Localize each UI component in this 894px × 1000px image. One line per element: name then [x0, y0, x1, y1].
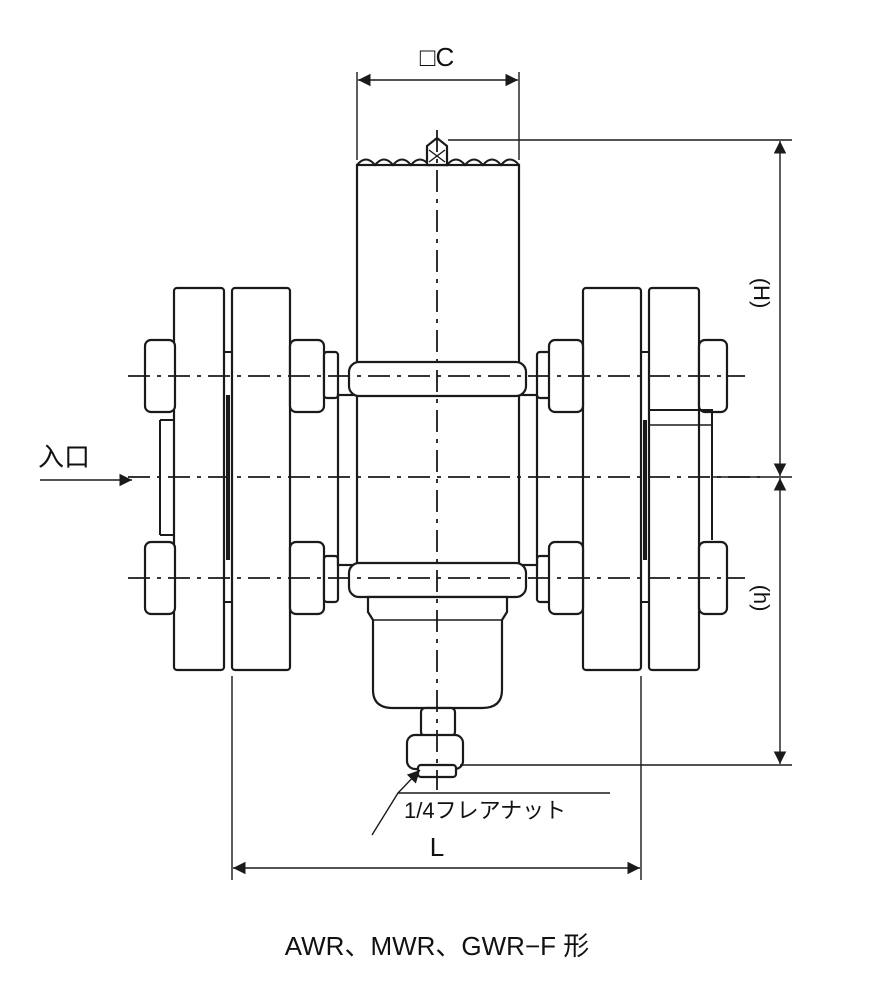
- height-upper-label: (H): [749, 278, 774, 309]
- center-lines: [128, 130, 760, 790]
- left-flange-assembly: [143, 286, 340, 672]
- length-label: L: [430, 832, 444, 862]
- dimension-lines: [40, 72, 792, 880]
- left-flange-outer: [172, 286, 226, 672]
- height-lower-label: (h): [749, 585, 774, 612]
- model-caption: AWR、MWR、GWR−F 形: [285, 931, 590, 961]
- right-flange-inner: [581, 286, 643, 672]
- right-flange-assembly: [535, 286, 729, 672]
- top-dimension-label: □C: [420, 42, 454, 72]
- inlet-label: 入口: [38, 442, 90, 472]
- flare-nut-label: 1/4フレアナット: [404, 798, 566, 823]
- left-flange-inner: [230, 286, 292, 672]
- right-flange-outer: [647, 286, 701, 672]
- drain-stem: [419, 706, 457, 738]
